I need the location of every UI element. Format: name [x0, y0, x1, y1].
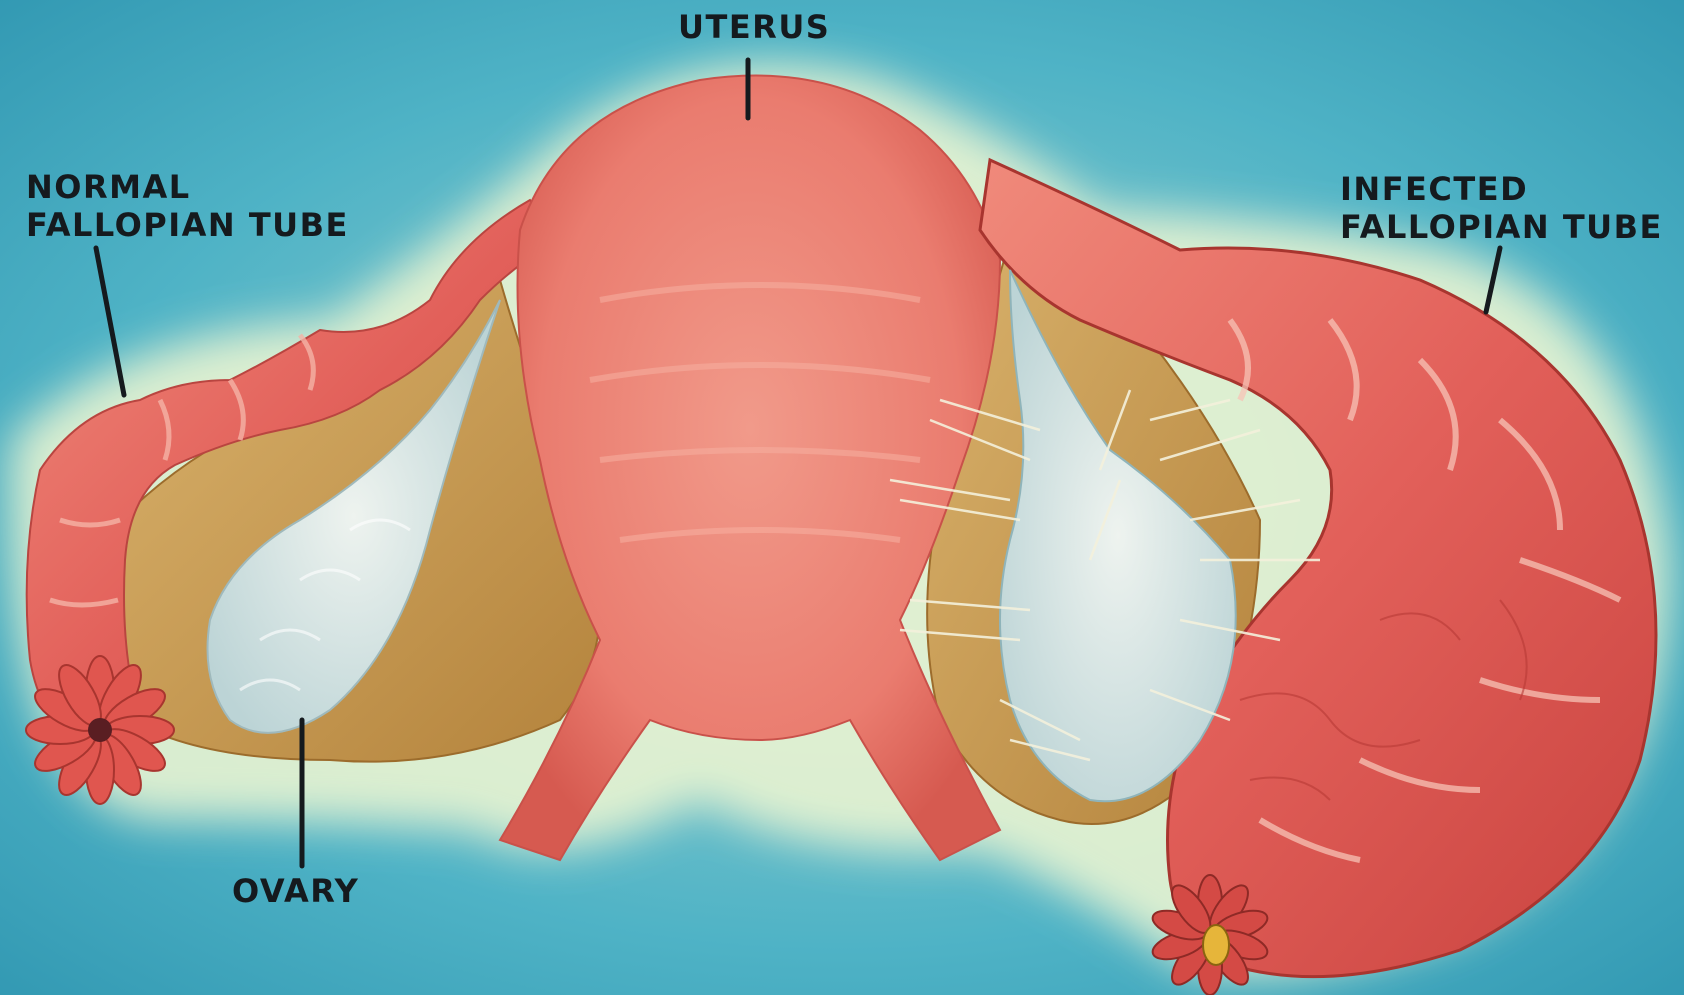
pus-drop [1203, 925, 1229, 965]
normal-tube-label-line2: FALLOPIAN TUBE [26, 206, 349, 244]
infected-fallopian-tube-label: INFECTED FALLOPIAN TUBE [1340, 170, 1663, 246]
uterus-label-text: UTERUS [678, 8, 830, 46]
infected-tube-label-line2: FALLOPIAN TUBE [1340, 208, 1663, 246]
ovary-label: OVARY [232, 872, 359, 910]
ovary-label-text: OVARY [232, 872, 359, 910]
uterus-label: UTERUS [678, 8, 830, 46]
normal-tube-label-line1: NORMAL [26, 168, 349, 206]
normal-fallopian-tube-label: NORMAL FALLOPIAN TUBE [26, 168, 349, 244]
infected-tube-label-line1: INFECTED [1340, 170, 1663, 208]
